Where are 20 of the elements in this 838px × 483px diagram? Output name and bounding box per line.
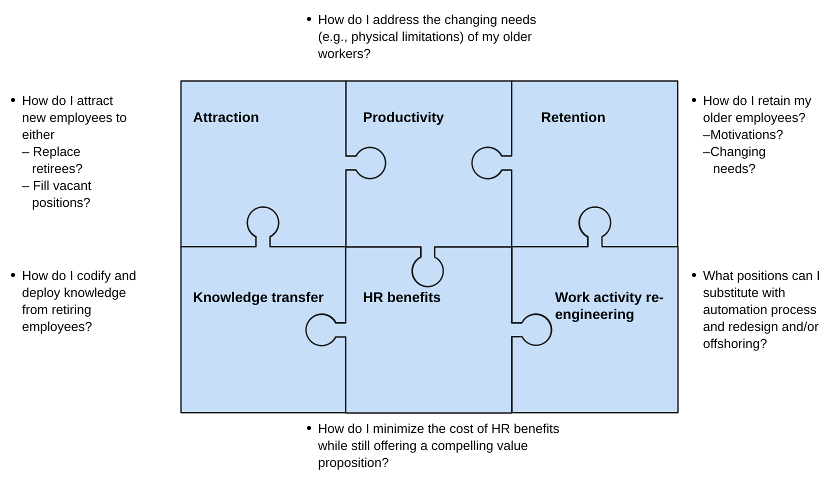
question-text: How do I retain my older employees?	[703, 92, 812, 126]
question-text: How do I minimize the cost of HR benefits while still offering a compelling value proposition?	[318, 420, 560, 471]
puzzle-piece	[471, 80, 679, 248]
question-text: How do I codify and deploy knowledge from retiring employees?	[22, 267, 138, 335]
question-text: How do I attract new employees to either	[22, 92, 128, 143]
sub-question-text: –Changing needs?	[703, 143, 767, 177]
puzzle-piece	[511, 206, 679, 414]
piece-title: Knowledge transfer	[193, 288, 325, 306]
sub-question-text: –Motivations?	[703, 126, 784, 143]
sub-question-text: – Replace retirees?	[22, 143, 84, 177]
question-text: What positions can I substitute with automation process and redesign and/or offshoring?	[703, 267, 822, 352]
piece-title: Attraction	[193, 109, 260, 126]
piece-title: Productivity	[363, 109, 445, 126]
sub-question-text: – Fill vacant positions?	[22, 177, 92, 211]
puzzle-piece	[345, 80, 513, 288]
puzzle-piece	[180, 206, 347, 414]
piece-title: Work activity re-engineering	[555, 288, 665, 323]
question-text: How do I address the changing needs (e.g., physical limitations) of my older workers?	[318, 11, 538, 62]
piece-title: HR benefits	[362, 289, 442, 306]
piece-title: Retention	[540, 109, 607, 126]
